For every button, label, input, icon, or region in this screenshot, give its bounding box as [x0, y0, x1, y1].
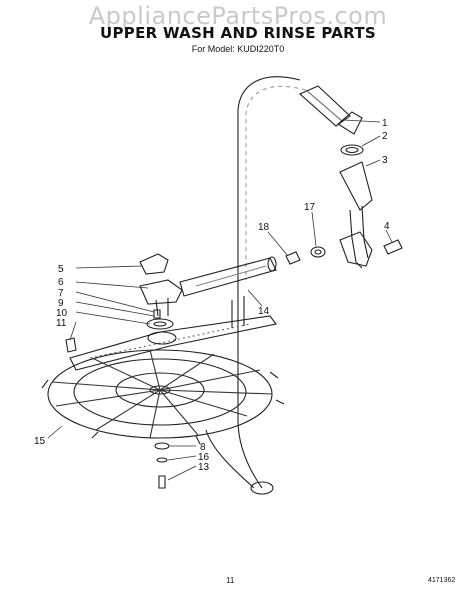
part-callouts: 1 2 3 4 5 6 7 9 10 11 8 16 13 14 15 17 1… [34, 118, 390, 473]
bolt-part-7 [153, 309, 161, 319]
hub-part-6 [139, 279, 183, 305]
feed-tube-part-14 [179, 257, 277, 297]
callout-14: 14 [258, 306, 270, 317]
lower-tube-end [250, 481, 274, 495]
spacer-part-11 [65, 337, 77, 353]
watermark: AppliancePartsPros.com [88, 2, 388, 30]
callout-18: 18 [258, 222, 270, 233]
washer-part-16 [156, 457, 168, 463]
callout-2: 2 [382, 131, 388, 142]
callout-6: 6 [58, 277, 64, 288]
rack-spokes [51, 349, 273, 439]
callout-5: 5 [58, 264, 64, 275]
callout-11: 11 [56, 318, 67, 329]
hose-part-1 [298, 85, 351, 127]
callout-17: 17 [304, 202, 316, 213]
callout-1: 1 [382, 118, 388, 129]
callout-7: 7 [58, 288, 64, 299]
rack-inner-ring [115, 372, 205, 408]
rack-hooks [41, 371, 285, 445]
lower-feed-tube [205, 429, 255, 489]
page-number: 11 [226, 576, 235, 585]
screw-part-13 [158, 475, 166, 489]
screw-part-4 [383, 239, 403, 255]
callout-13: 13 [198, 462, 210, 473]
spray-arm-hub [147, 331, 177, 345]
washer-part-8 [154, 442, 170, 450]
manifold-tube [349, 209, 363, 269]
bearing-part-10 [146, 318, 174, 330]
page-title: UPPER WASH AND RINSE PARTS [100, 24, 376, 42]
model-subtitle: For Model: KUDI220T0 [191, 44, 285, 54]
callout-15: 15 [34, 436, 46, 447]
rack-middle-ring [73, 358, 247, 426]
nut-part-17 [310, 246, 326, 258]
callout-9: 9 [58, 298, 64, 309]
supply-tube [237, 76, 301, 489]
callout-4: 4 [384, 221, 390, 232]
callout-16: 16 [198, 452, 210, 463]
supply-tube-inner [245, 85, 307, 280]
feed-tube-stand [231, 296, 245, 328]
manifold-elbow [339, 231, 373, 267]
clip-part-18 [285, 251, 301, 265]
ring-part-2 [340, 144, 364, 156]
callout-8: 8 [200, 442, 206, 453]
callout-3: 3 [382, 155, 388, 166]
document-code: 4171362 [428, 577, 456, 584]
cap-part-5 [139, 253, 169, 275]
hose-elbow [337, 111, 363, 135]
leader-lines [47, 119, 393, 481]
manifold-part-3 [339, 161, 373, 211]
callout-10: 10 [56, 308, 68, 319]
